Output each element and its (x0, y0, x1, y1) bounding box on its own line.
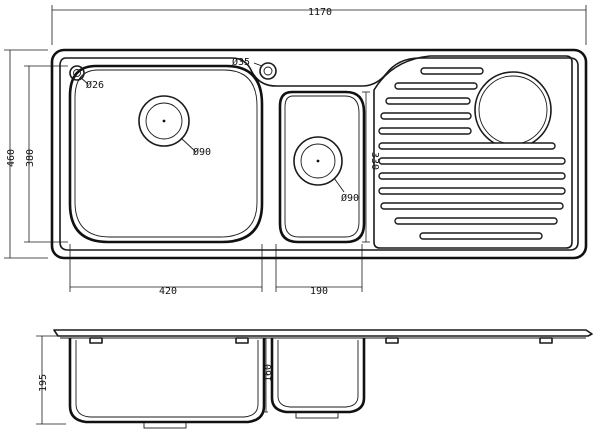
side-small-bowl (270, 338, 366, 414)
tap-hole-right (259, 62, 277, 80)
drainer-board (373, 55, 573, 249)
top-view: Ø90 Ø26 Ø35 Ø90 (50, 48, 588, 260)
drainer-slot (394, 217, 558, 225)
drainer-slot (378, 142, 556, 150)
side-view: 195 160 (36, 329, 593, 429)
drainer-slot (385, 97, 471, 105)
side-rim (53, 329, 593, 337)
small-waste-center (316, 159, 320, 163)
main-waste-outer (138, 95, 190, 147)
tap-hole-left-label: Ø26 (86, 79, 104, 91)
main-waste-inner (145, 102, 183, 140)
drainer-slot (378, 127, 472, 135)
drainer-slot (378, 187, 566, 195)
mounting-clip (89, 337, 103, 344)
drainer-slot (378, 157, 566, 165)
drainer-slot (380, 112, 472, 120)
drainer-slot (419, 232, 543, 240)
mounting-clip (235, 337, 249, 344)
overall-depth-label: 460 (6, 149, 17, 167)
dimension-lines: 1170 460 380 420 190 330 (4, 5, 587, 297)
small-waste-label: Ø90 (341, 192, 359, 204)
overflow-circle-inner (478, 75, 548, 145)
side-main-bowl (68, 338, 266, 424)
sink-outer-rim (50, 48, 588, 260)
small-bowl-height-label: 160 (263, 364, 274, 382)
main-bowl-height-label: 195 (38, 374, 49, 392)
tap-hole-left (69, 65, 85, 81)
main-bowl-inner (74, 69, 258, 238)
overflow-circle (474, 71, 552, 149)
tap-hole-right-label: Ø35 (232, 56, 250, 68)
main-bowl-width-label: 420 (159, 286, 177, 297)
mounting-clip (539, 337, 553, 344)
drainer-slot (394, 82, 478, 90)
small-bowl-width-label: 190 (310, 286, 328, 297)
mounting-clip (385, 337, 399, 344)
main-waste-label: Ø90 (193, 146, 211, 158)
overall-width-label: 1170 (308, 7, 332, 18)
small-bowl-depth-label: 330 (369, 152, 380, 170)
small-bowl-inner (284, 95, 360, 238)
drainer-slot (380, 202, 564, 210)
small-waste-inner (300, 143, 336, 179)
drainer-slot (420, 67, 484, 75)
drainer-slot (378, 172, 566, 180)
tap-hole-right-inner (263, 66, 273, 76)
main-bowl (68, 64, 264, 244)
main-waste-center (162, 119, 166, 123)
tap-hole-left-inner (73, 69, 81, 77)
bowl-depth-label: 380 (25, 149, 36, 167)
small-waste-outer (293, 136, 343, 186)
drainer-slots (378, 67, 566, 240)
small-bowl (278, 90, 366, 244)
